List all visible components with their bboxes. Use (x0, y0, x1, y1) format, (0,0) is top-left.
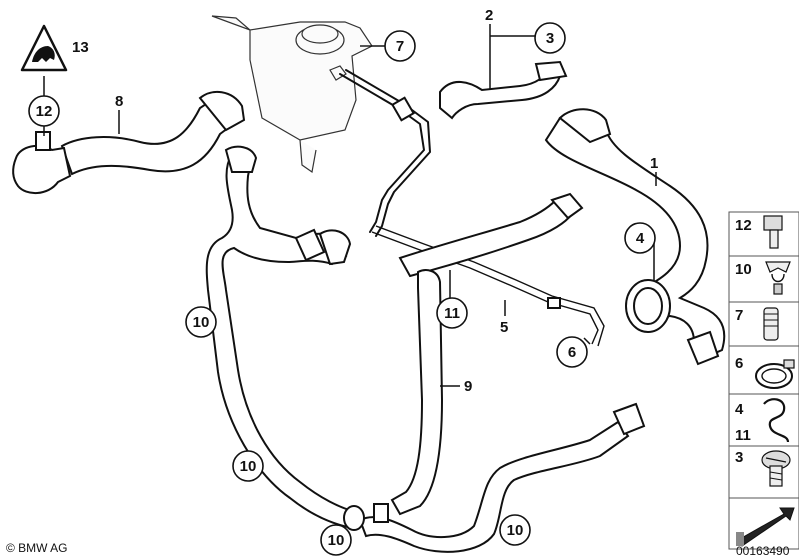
svg-text:13: 13 (72, 39, 89, 56)
callout-11: 11 (436, 297, 468, 329)
hose-10-left (205, 145, 358, 530)
svg-text:8: 8 (115, 93, 123, 110)
svg-text:1: 1 (650, 155, 658, 172)
svg-text:4: 4 (636, 230, 645, 247)
screw-icon (761, 450, 791, 487)
svg-text:11: 11 (444, 305, 460, 322)
callout-1: 1 (650, 155, 658, 172)
callout-9: 9 (464, 378, 472, 395)
callout-5: 5 (500, 319, 508, 336)
hose-8 (12, 90, 246, 194)
vent-line (339, 69, 431, 237)
callout-10-bottom-right: 10 (499, 514, 531, 546)
callout-2: 2 (485, 7, 493, 24)
side-item-6: 6 (735, 355, 743, 372)
callout-10-left: 10 (185, 306, 217, 338)
warning-triangle-icon (20, 24, 68, 72)
hose-10-right (343, 402, 646, 553)
clip-icon (765, 261, 791, 295)
direction-arrow-icon (736, 507, 795, 547)
svg-text:10: 10 (240, 458, 257, 475)
svg-text:12: 12 (36, 103, 53, 120)
svg-text:6: 6 (568, 344, 576, 361)
side-item-10: 10 (735, 261, 752, 278)
side-item-3: 3 (735, 449, 743, 466)
hose-upper-middle (398, 192, 584, 278)
sensor-icon (763, 215, 783, 249)
hose-1 (544, 108, 726, 366)
callout-10-bottom-left: 10 (232, 450, 264, 482)
svg-text:7: 7 (396, 38, 404, 55)
callout-6: 6 (556, 336, 588, 368)
side-item-7: 7 (735, 307, 743, 324)
hose-9 (390, 269, 444, 516)
side-item-4: 4 (735, 401, 744, 418)
parts-side-panel: 12 10 7 6 4 11 3 (728, 211, 799, 550)
svg-text:10: 10 (328, 532, 345, 549)
callout-12: 12 (28, 95, 60, 127)
diagram-number: 00163490 (736, 544, 790, 558)
brand-copyright: © BMW AG (6, 541, 68, 555)
svg-text:5: 5 (500, 319, 508, 336)
callout-3: 3 (534, 22, 566, 54)
svg-text:2: 2 (485, 7, 493, 24)
callout-8: 8 (115, 93, 123, 110)
hose-2 (439, 60, 568, 120)
side-item-11: 11 (735, 427, 751, 444)
svg-text:9: 9 (464, 378, 472, 395)
callout-7: 7 (384, 30, 416, 62)
side-item-12: 12 (735, 217, 752, 234)
callout-4: 4 (624, 222, 656, 254)
spring-clip-icon (763, 398, 790, 443)
expansion-tank (211, 15, 373, 174)
svg-text:3: 3 (546, 30, 554, 47)
callout-13: 13 (72, 39, 89, 56)
svg-text:10: 10 (507, 522, 524, 539)
hose-clamp-icon (755, 359, 795, 389)
callout-10-bottom-center: 10 (320, 524, 352, 556)
leader-lines (43, 24, 657, 387)
footer: © BMW AG 00163490 (6, 541, 790, 558)
svg-text:10: 10 (193, 314, 210, 331)
sleeve-icon (763, 307, 779, 341)
